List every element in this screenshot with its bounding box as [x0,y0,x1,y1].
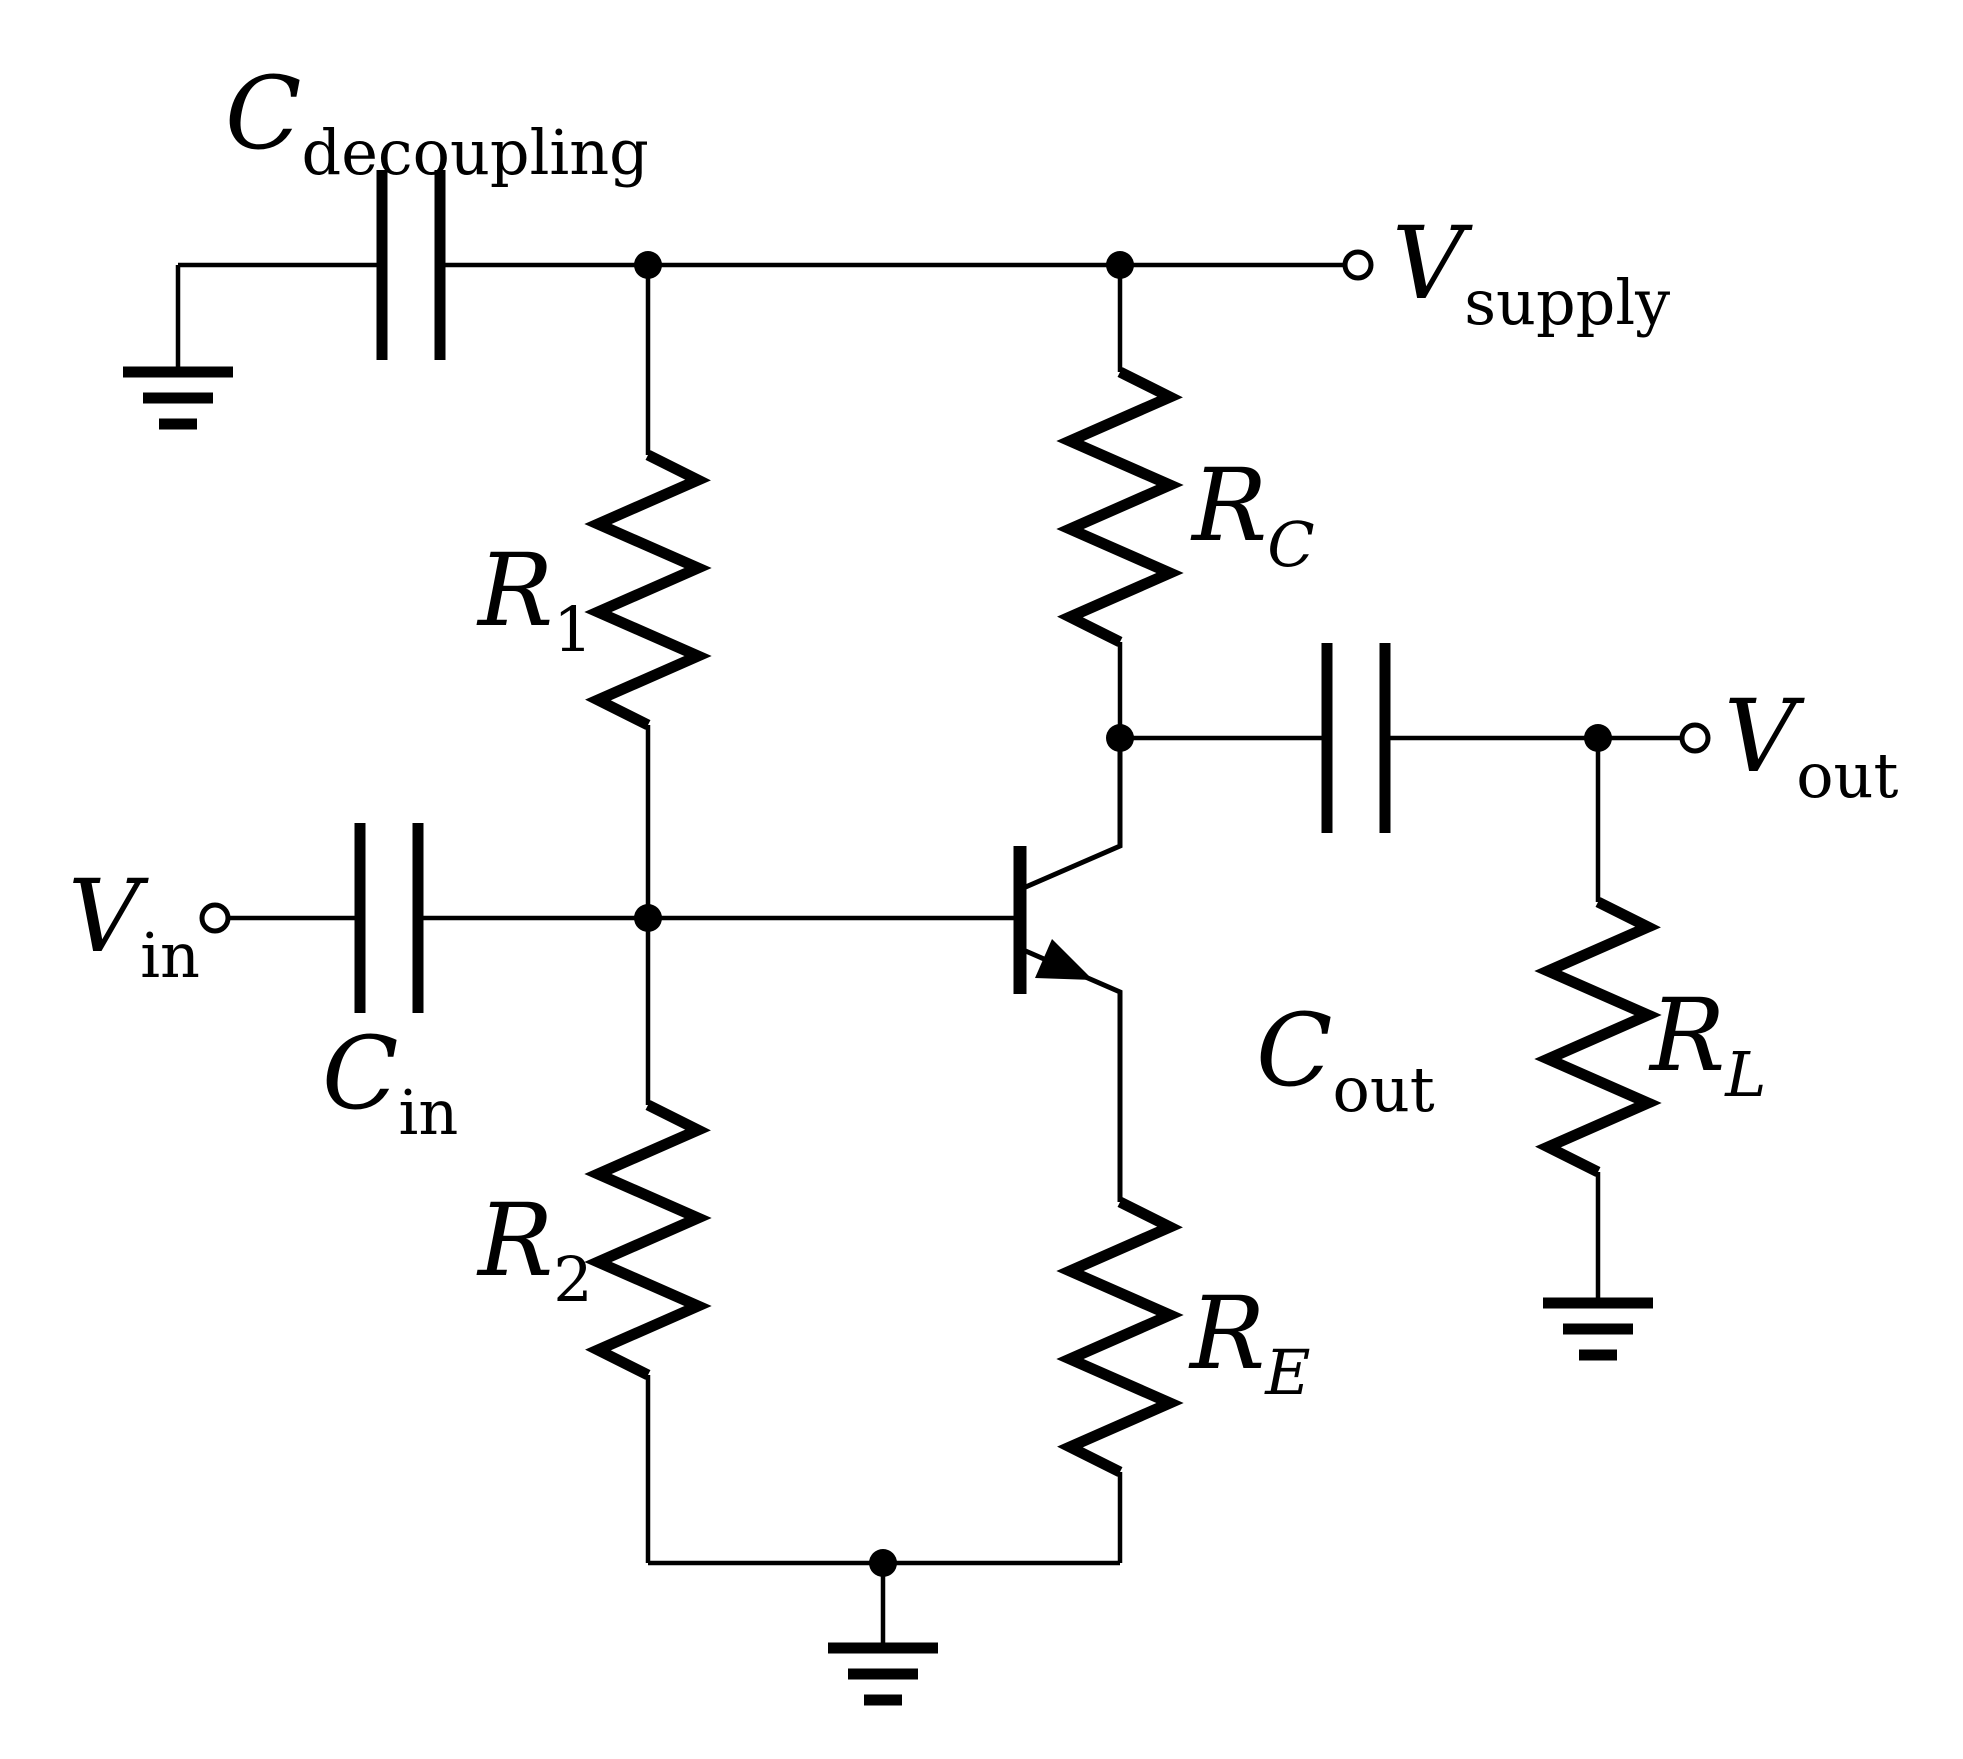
rl-label-main: R [1648,977,1725,1094]
terminals [199,249,1711,934]
r1-label: R1 [476,532,593,666]
v-out-label-sub: out [1796,739,1898,812]
re-resistor [1056,1197,1184,1477]
c-in-label: Cin [322,1015,458,1149]
v-in-label-sub: in [140,919,200,992]
labels: Cdecoupling Vsupply R1 RC Vin Cin R2 RE … [68,55,1898,1409]
rl-resistor [1534,897,1662,1177]
c-out-label: Cout [1256,992,1435,1126]
rl-label-sub: L [1724,1038,1766,1111]
vsupply-terminal [1342,249,1374,281]
ground-symbol-left [123,366,233,430]
c-decoupling-label: Cdecoupling [225,55,649,189]
v-supply-label-main: V [1392,205,1473,322]
junction-dot-bottom [869,1549,897,1577]
v-supply-label: Vsupply [1392,205,1670,339]
r2-resistor [584,1100,712,1380]
v-in-label-main: V [68,858,149,975]
decoupling-capacitor [376,170,446,360]
c-decoupling-label-sub: decoupling [302,116,649,189]
ground-symbol-bottom [828,1642,938,1706]
v-out-label-main: V [1724,678,1805,795]
v-supply-label-sub: supply [1464,266,1670,339]
emitter-arrow-icon [1035,939,1093,980]
r2-label-sub: 2 [553,1243,592,1316]
output-capacitor [1321,643,1391,833]
re-label: RE [1188,1275,1311,1409]
rc-label-sub: C [1267,508,1314,581]
c-decoupling-label-main: C [225,55,302,172]
r1-resistor [584,450,712,730]
junction-dots [634,251,1612,1577]
c-out-label-sub: out [1333,1053,1435,1126]
re-label-sub: E [1264,1336,1310,1409]
junction-dot-collector [1106,724,1134,752]
c-in-label-sub: in [399,1076,459,1149]
transistor-collector-wire [1020,738,1123,892]
v-out-label: Vout [1724,678,1898,812]
npn-transistor [1013,738,1123,1202]
rc-resistor [1056,367,1184,647]
vin-terminal [199,902,231,934]
junction-dot-base [634,904,662,932]
r2-label: R2 [476,1182,593,1316]
capacitors [354,170,1391,1013]
r2-label-main: R [476,1182,553,1299]
junction-dot-output [1584,724,1612,752]
rl-label: RL [1648,977,1766,1111]
rc-label: RC [1190,447,1315,581]
v-in-label: Vin [68,858,200,992]
resistors [584,367,1662,1477]
ground-symbol-right [1543,1297,1653,1361]
r1-label-main: R [476,532,553,649]
c-in-label-main: C [322,1015,399,1132]
wires [175,262,1681,1648]
rc-label-main: R [1190,447,1267,564]
vout-terminal [1679,722,1711,754]
r1-label-sub: 1 [553,593,592,666]
c-out-label-main: C [1256,992,1333,1109]
junction-dot-top-rc [1106,251,1134,279]
junction-dot-top-r1 [634,251,662,279]
transistor-emitter-wire [1020,946,1123,1202]
input-capacitor [354,823,424,1013]
re-label-main: R [1188,1275,1265,1392]
